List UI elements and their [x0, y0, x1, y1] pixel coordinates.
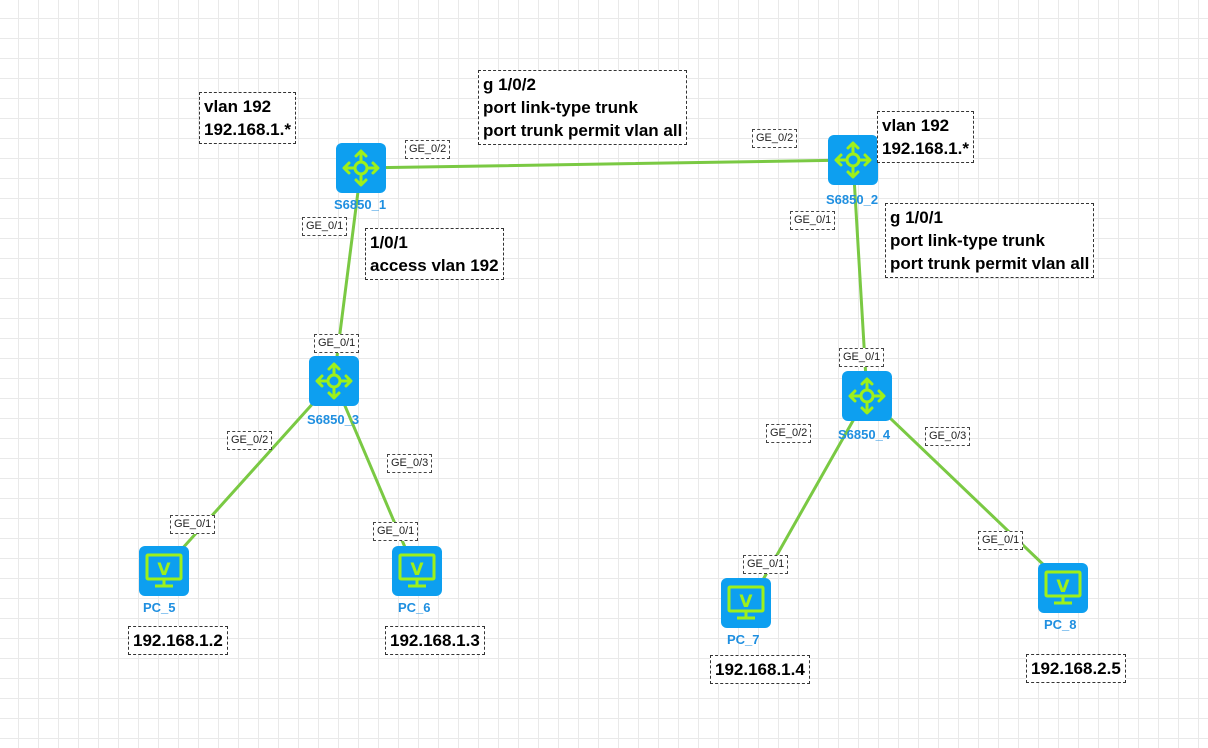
pc-glyph: V	[157, 560, 171, 580]
switch-icon[interactable]	[842, 371, 892, 421]
port-label-s4-ge-0-2: GE_0/2	[766, 424, 812, 443]
port-label-s2-ge-0-2: GE_0/2	[752, 129, 798, 148]
note-s2-vlan: vlan 192 192.168.1.*	[877, 111, 974, 163]
note-pc6-ip: 192.168.1.3	[385, 626, 485, 655]
switch-label: S6850_1	[334, 197, 387, 212]
switch-label: S6850_3	[307, 412, 360, 427]
pc-node-pc-7[interactable]: V PC_7	[721, 578, 771, 650]
note-line: 192.168.1.*	[882, 139, 969, 158]
note-s1-vlan: vlan 192 192.168.1.*	[199, 92, 296, 144]
port-label-pc7-ge-0-1: GE_0/1	[743, 555, 789, 574]
pc-monitor-icon[interactable]: V	[139, 546, 189, 596]
note-line: port trunk permit vlan all	[890, 254, 1090, 273]
pc-node-pc-6[interactable]: V PC_6	[392, 546, 442, 618]
pc-label: PC_7	[727, 632, 760, 647]
pc-glyph: V	[1056, 577, 1070, 597]
note-line: access vlan 192	[370, 256, 499, 275]
pc-monitor-icon[interactable]: V	[392, 546, 442, 596]
port-label-s3-ge-0-1-up: GE_0/1	[314, 334, 360, 353]
pc-monitor-icon[interactable]: V	[1038, 563, 1088, 613]
port-label-s3-ge-0-3: GE_0/3	[387, 454, 433, 473]
note-access-s1: 1/0/1 access vlan 192	[365, 228, 504, 280]
pc-node-pc-8[interactable]: V PC_8	[1038, 563, 1088, 635]
note-line: vlan 192	[882, 116, 950, 135]
note-line: g 1/0/1	[890, 208, 943, 227]
switch-icon[interactable]	[309, 356, 359, 406]
note-line: 1/0/1	[370, 233, 408, 252]
note-pc5-ip: 192.168.1.2	[128, 626, 228, 655]
link-s1-s2[interactable]	[359, 158, 855, 170]
switch-node-s6850-1[interactable]: S6850_1	[334, 143, 387, 213]
note-pc7-ip: 192.168.1.4	[710, 655, 810, 684]
note-line: g 1/0/2	[483, 75, 536, 94]
switch-node-s6850-2[interactable]: S6850_2	[826, 135, 879, 207]
note-line: port link-type trunk	[483, 98, 638, 117]
note-line: vlan 192	[204, 97, 272, 116]
switch-node-s6850-4[interactable]: S6850_4	[838, 371, 892, 442]
pc-label: PC_6	[398, 600, 431, 615]
pc-monitor-icon[interactable]: V	[721, 578, 771, 628]
pc-node-pc-5[interactable]: V PC_5	[139, 546, 189, 618]
switch-icon[interactable]	[336, 143, 386, 193]
note-pc8-ip: 192.168.2.5	[1026, 654, 1126, 683]
port-label-s3-ge-0-2: GE_0/2	[227, 431, 273, 450]
port-label-pc8-ge-0-1: GE_0/1	[978, 531, 1024, 550]
switch-label: S6850_2	[826, 192, 879, 207]
port-label-pc5-ge-0-1: GE_0/1	[170, 515, 216, 534]
port-label-s4-ge-0-3: GE_0/3	[925, 427, 971, 446]
port-label-s1-ge-0-1: GE_0/1	[302, 217, 348, 236]
note-trunk-s1: g 1/0/2 port link-type trunk port trunk …	[478, 70, 688, 145]
switch-node-s6850-3[interactable]: S6850_3	[307, 356, 360, 427]
pc-label: PC_8	[1044, 617, 1077, 632]
port-label-s4-ge-0-1-up: GE_0/1	[839, 348, 885, 367]
port-label-pc6-ge-0-1: GE_0/1	[373, 522, 419, 541]
switch-icon[interactable]	[828, 135, 878, 185]
link-s4-pc7[interactable]	[758, 394, 869, 587]
note-line: port link-type trunk	[890, 231, 1045, 250]
pc-label: PC_5	[143, 600, 176, 615]
note-line: 192.168.1.*	[204, 120, 291, 139]
pc-glyph: V	[739, 592, 753, 612]
note-line: port trunk permit vlan all	[483, 121, 683, 140]
pc-glyph: V	[410, 560, 424, 580]
port-label-s2-ge-0-1: GE_0/1	[790, 211, 836, 230]
port-label-s1-ge-0-2: GE_0/2	[405, 140, 451, 159]
switch-label: S6850_4	[838, 427, 891, 442]
note-trunk-s2: g 1/0/1 port link-type trunk port trunk …	[885, 203, 1095, 278]
